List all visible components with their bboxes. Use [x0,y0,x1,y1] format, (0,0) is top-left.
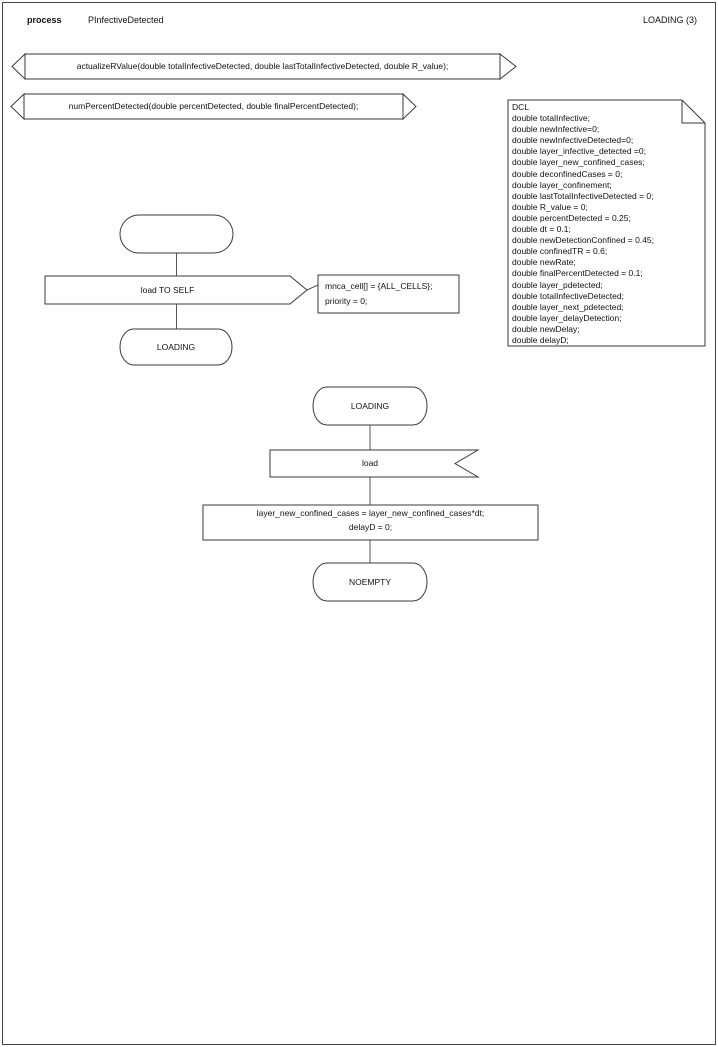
task-line-1: layer_new_confined_cases = layer_new_con… [256,508,485,518]
state-noempty-label: NOEMPTY [348,576,392,587]
dcl-line: double dt = 0.1; [512,224,571,235]
process-name: PInfectiveDetected [88,15,164,25]
dcl-line: double newRate; [512,257,576,268]
dcl-line: double layer_infective_detected =0; [512,146,646,157]
dcl-note-shape[interactable] [507,99,706,347]
input-load-label: load [361,458,379,468]
dcl-line: double newInfectiveDetected=0; [512,135,634,146]
task-text: layer_new_confined_cases = layer_new_con… [203,507,538,534]
dcl-line: double totalInfectiveDetected; [512,290,624,301]
dcl-declarations: DCL double totalInfective; double newInf… [512,102,702,346]
state-loading-shape-2[interactable] [312,386,428,426]
start-shape[interactable] [119,214,234,254]
dcl-line: double deconfinedCases = 0; [512,168,623,179]
mnca-cell-line: mnca_cell[] = {ALL_CELLS}; [325,281,433,291]
input-load-shape[interactable] [269,449,480,478]
procedure-signature-shape-2[interactable] [10,92,417,121]
output-load-to-self-label: load TO SELF [140,284,195,295]
state-noempty-shape[interactable] [312,562,428,602]
dcl-line: double delayD; [512,334,569,345]
mnca-cell-textbox-shape[interactable] [317,274,460,314]
output-load-to-self-shape[interactable] [44,275,308,305]
state-loading-label-2: LOADING [350,400,390,411]
procedure-signature-shape-1[interactable] [11,52,517,81]
flow1-connectors [176,253,319,329]
dcl-line: double R_value = 0; [512,201,588,212]
task-line-2: delayD = 0; [348,521,393,532]
dcl-line: double totalInfective; [512,113,590,124]
procedure-signature-1-text: actualizeRValue(double totalInfectiveDet… [76,61,449,71]
procedure-signature-2-text: numPercentDetected(double percentDetecte… [68,101,359,111]
process-kind-label: process [27,15,62,25]
dcl-line: double newDetectionConfined = 0.45; [512,235,655,246]
dcl-line: double finalPercentDetected = 0.1; [512,268,643,279]
dcl-line: double layer_next_pdetected; [512,301,624,312]
dcl-line: DCL [512,102,530,112]
dcl-line: double layer_delayDetection; [512,312,622,323]
priority-line: priority = 0; [325,296,368,306]
dcl-line: double lastTotalInfectiveDetected = 0; [512,190,654,201]
dcl-line: double layer_new_confined_cases; [512,157,645,168]
dcl-line: double percentDetected = 0.25; [512,212,631,223]
dcl-line: double layer_pdetected; [512,279,603,290]
state-loading-label-1: LOADING [156,341,196,352]
state-loading-shape-1[interactable] [119,328,233,366]
mnca-cell-textbox-text: mnca_cell[] = {ALL_CELLS}; priority = 0; [325,279,455,309]
dcl-line: double layer_confinement; [512,179,612,190]
dcl-line: double newInfective=0; [512,124,600,135]
task-shape[interactable] [202,504,539,541]
dcl-line: double newDelay; [512,323,580,334]
page-label: LOADING (3) [642,15,697,25]
dcl-line: double confinedTR = 0.6; [512,246,608,257]
